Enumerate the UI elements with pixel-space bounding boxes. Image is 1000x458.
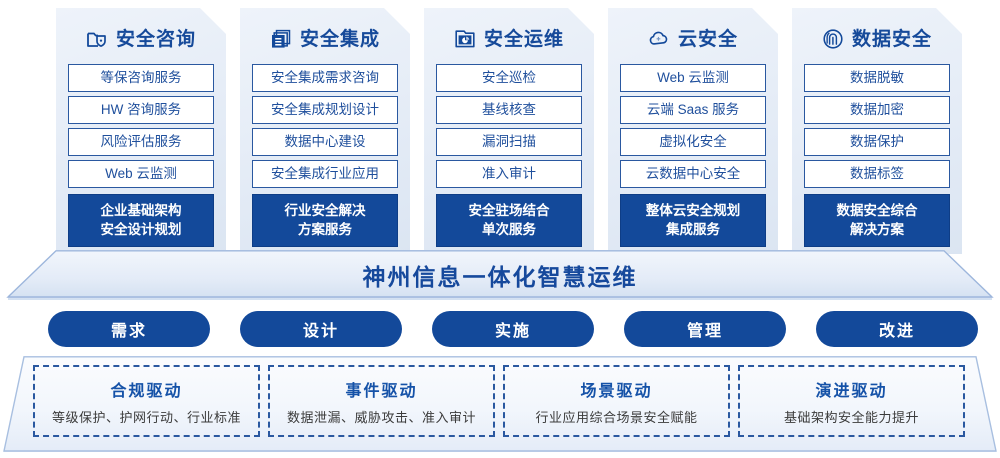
service-item-list: 安全巡检 基线核查 漏洞扫描 准入审计 (436, 64, 582, 188)
driver-card[interactable]: 场景驱动 行业应用综合场景安全赋能 (503, 365, 730, 437)
driver-description: 数据泄漏、威胁攻击、准入审计 (286, 409, 476, 425)
service-column-card[interactable]: 云安全 Web 云监测 云端 Saas 服务 虚拟化安全 云数据中心安全 整体云… (608, 8, 778, 254)
service-item[interactable]: HW 咨询服务 (68, 96, 214, 124)
column-summary[interactable]: 安全驻场结合 单次服务 (436, 194, 582, 247)
lifecycle-stage-pill[interactable]: 需求 (48, 311, 210, 347)
service-item-list: 安全集成需求咨询 安全集成规划设计 数据中心建设 安全集成行业应用 (252, 64, 398, 188)
stacked-documents-icon (270, 28, 292, 50)
service-item[interactable]: 安全集成需求咨询 (252, 64, 398, 92)
folder-shield-icon (86, 28, 108, 50)
column-header: 安全运维 (424, 16, 594, 62)
driver-card[interactable]: 事件驱动 数据泄漏、威胁攻击、准入审计 (268, 365, 495, 437)
service-column-card[interactable]: 数据安全 数据脱敏 数据加密 数据保护 数据标签 数据安全综合 解决方案 (792, 8, 962, 254)
service-item[interactable]: Web 云监测 (68, 160, 214, 188)
column-title: 安全咨询 (115, 28, 196, 50)
platform-banner-label: 神州信息一体化智慧运维 (362, 264, 638, 290)
drivers-row: 合规驱动 等级保护、护网行动、行业标准 事件驱动 数据泄漏、威胁攻击、准入审计 … (0, 356, 1000, 454)
column-summary-line: 整体云安全规划 (645, 203, 741, 218)
service-item[interactable]: 数据中心建设 (252, 128, 398, 156)
service-item[interactable]: Web 云监测 (620, 64, 766, 92)
column-header: 云安全 (608, 16, 778, 62)
service-item[interactable]: 风险评估服务 (68, 128, 214, 156)
service-column-card[interactable]: 安全集成 安全集成需求咨询 安全集成规划设计 数据中心建设 安全集成行业应用 行… (240, 8, 410, 254)
driver-title: 事件驱动 (345, 382, 418, 400)
driver-title: 演进驱动 (815, 382, 888, 400)
column-title: 安全运维 (483, 28, 564, 50)
service-item[interactable]: 云端 Saas 服务 (620, 96, 766, 124)
service-item[interactable]: 基线核查 (436, 96, 582, 124)
driver-card[interactable]: 合规驱动 等级保护、护网行动、行业标准 (33, 365, 260, 437)
column-title: 数据安全 (851, 28, 932, 50)
column-title: 安全集成 (299, 28, 380, 50)
service-item[interactable]: 等保咨询服务 (68, 64, 214, 92)
service-item-list: 等保咨询服务 HW 咨询服务 风险评估服务 Web 云监测 (68, 64, 214, 188)
column-header: 安全集成 (240, 16, 410, 62)
service-item[interactable]: 虚拟化安全 (620, 128, 766, 156)
service-item[interactable]: 数据保护 (804, 128, 950, 156)
fingerprint-icon (822, 28, 844, 50)
lifecycle-stage-row: 需求 设计 实施 管理 改进 (0, 311, 1000, 349)
column-title: 云安全 (677, 28, 738, 50)
service-item[interactable]: 安全集成行业应用 (252, 160, 398, 188)
column-summary-line: 数据安全综合 (836, 203, 918, 218)
driver-description: 行业应用综合场景安全赋能 (535, 409, 698, 425)
column-summary-line: 行业安全解决 (284, 203, 366, 218)
service-item[interactable]: 漏洞扫描 (436, 128, 582, 156)
service-column-card[interactable]: 安全运维 安全巡检 基线核查 漏洞扫描 准入审计 安全驻场结合 单次服务 (424, 8, 594, 254)
column-summary[interactable]: 数据安全综合 解决方案 (804, 194, 950, 247)
column-summary-line: 安全设计规划 (100, 222, 182, 237)
driver-card[interactable]: 演进驱动 基础架构安全能力提升 (738, 365, 965, 437)
column-summary-line: 方案服务 (298, 222, 352, 237)
service-item[interactable]: 云数据中心安全 (620, 160, 766, 188)
service-column-card[interactable]: 安全咨询 等保咨询服务 HW 咨询服务 风险评估服务 Web 云监测 企业基础架… (56, 8, 226, 254)
lifecycle-stage-pill[interactable]: 改进 (816, 311, 978, 347)
service-item[interactable]: 安全集成规划设计 (252, 96, 398, 124)
column-summary-line: 集成服务 (666, 222, 720, 237)
column-summary[interactable]: 行业安全解决 方案服务 (252, 194, 398, 247)
service-item-list: Web 云监测 云端 Saas 服务 虚拟化安全 云数据中心安全 (620, 64, 766, 188)
column-summary-line: 单次服务 (482, 222, 536, 237)
driver-title: 合规驱动 (110, 382, 183, 400)
service-item[interactable]: 数据标签 (804, 160, 950, 188)
service-item[interactable]: 数据加密 (804, 96, 950, 124)
column-header: 安全咨询 (56, 16, 226, 62)
driver-description: 基础架构安全能力提升 (783, 409, 919, 425)
lifecycle-stage-pill[interactable]: 实施 (432, 311, 594, 347)
lifecycle-stage-pill[interactable]: 设计 (240, 311, 402, 347)
lifecycle-stage-pill[interactable]: 管理 (624, 311, 786, 347)
column-summary-line: 解决方案 (850, 222, 904, 237)
cloud-icon (648, 28, 670, 50)
driver-description: 等级保护、护网行动、行业标准 (51, 409, 241, 425)
driver-title: 场景驱动 (580, 382, 653, 400)
service-item-list: 数据脱敏 数据加密 数据保护 数据标签 (804, 64, 950, 188)
column-summary[interactable]: 整体云安全规划 集成服务 (620, 194, 766, 247)
column-summary-line: 安全驻场结合 (468, 203, 550, 218)
service-item[interactable]: 准入审计 (436, 160, 582, 188)
column-summary[interactable]: 企业基础架构 安全设计规划 (68, 194, 214, 247)
column-summary-line: 企业基础架构 (100, 203, 182, 218)
monitor-pie-icon (454, 28, 476, 50)
service-item[interactable]: 数据脱敏 (804, 64, 950, 92)
service-item[interactable]: 安全巡检 (436, 64, 582, 92)
column-header: 数据安全 (792, 16, 962, 62)
service-columns: 安全咨询 等保咨询服务 HW 咨询服务 风险评估服务 Web 云监测 企业基础架… (0, 0, 1000, 258)
